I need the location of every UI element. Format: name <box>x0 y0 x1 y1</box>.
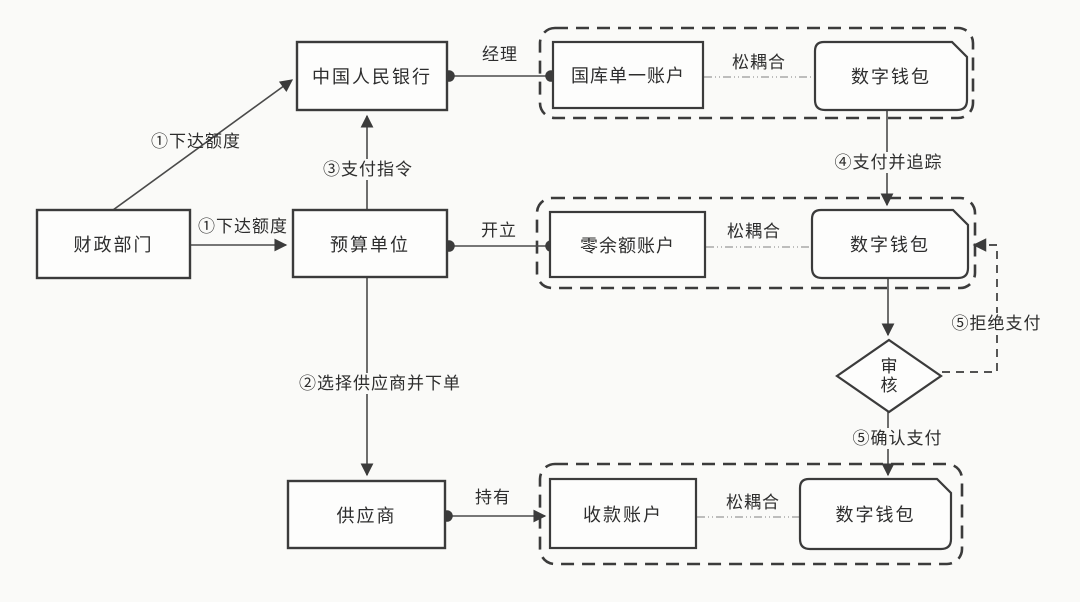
review-char-2: 核 <box>880 376 898 395</box>
node-wallet3-card <box>798 477 953 551</box>
edge-label-quota-diagonal: ①下达额度 <box>151 132 241 151</box>
edge-reject-payment <box>942 238 998 373</box>
node-wallet1-card <box>813 40 969 112</box>
node-zba-box <box>548 210 707 279</box>
node-finance-box <box>35 208 192 280</box>
edge-label-loose-coupling-row1: 松耦合 <box>732 53 786 72</box>
edge-label-reject-payment: ⑤拒绝支付 <box>942 313 1051 334</box>
node-wallet2-card <box>810 208 970 280</box>
edge-label-payment-instruction: ③支付指令 <box>311 159 425 180</box>
node-review-label: 审 核 <box>861 342 917 410</box>
node-receiving-box <box>548 477 698 550</box>
edge-quota-diagonal <box>112 79 294 211</box>
review-char-1: 审 <box>880 357 898 376</box>
edge-label-manager: 经理 <box>482 45 518 64</box>
node-budget-box <box>291 208 449 279</box>
node-tsa-box <box>551 40 705 110</box>
edge-label-loose-coupling-row3: 松耦合 <box>726 493 780 512</box>
edge-label-open-account: 开立 <box>481 221 517 240</box>
edge-label-select-supplier: ②选择供应商并下单 <box>286 373 474 394</box>
node-pboc-box <box>295 40 449 112</box>
node-supplier-box <box>286 479 447 550</box>
edge-label-quota-horizontal: ①下达额度 <box>198 217 288 236</box>
edge-label-confirm-payment: ⑤确认支付 <box>843 428 952 449</box>
edge-label-loose-coupling-row2: 松耦合 <box>727 222 781 241</box>
group-receiving-wallet <box>538 462 964 566</box>
node-review-diamond <box>835 338 943 414</box>
edge-label-pay-and-track: ④支付并追踪 <box>824 152 953 173</box>
edge-label-hold: 持有 <box>475 488 511 507</box>
